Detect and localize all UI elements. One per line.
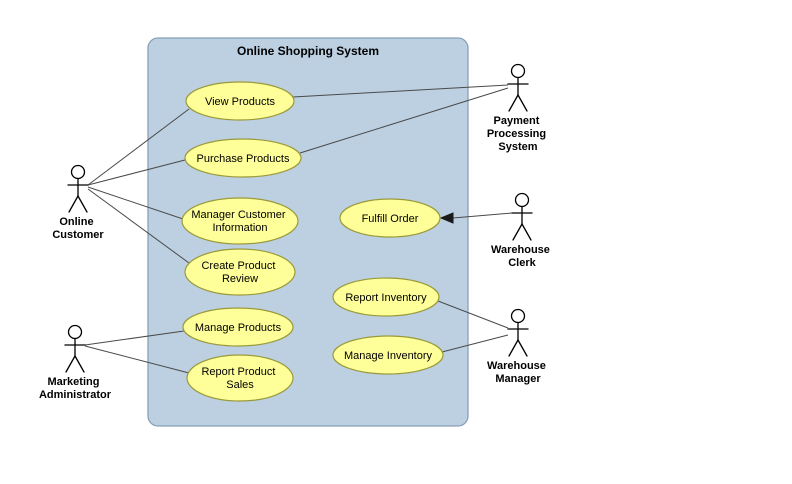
actor-stick-figure-icon — [64, 324, 86, 373]
usecase-ellipse — [184, 248, 296, 296]
association-marketing-administrator-report-product-sales — [84, 345, 190, 374]
usecase-create-product-review: Create Product Review — [184, 248, 296, 296]
usecase-ellipse — [182, 307, 294, 347]
actor-warehouse-manager: Warehouse Manager — [487, 308, 549, 385]
actor-stick-figure-icon — [67, 164, 89, 213]
usecase-label: Purchase Products — [197, 153, 290, 165]
usecase-view-products: View Products — [185, 81, 295, 121]
association-online-customer-purchase-products — [87, 159, 186, 186]
actor-label: Warehouse Manager — [487, 360, 549, 385]
associations — [84, 84, 513, 374]
usecase-report-inventory: Report Inventory — [332, 277, 440, 317]
usecase-label: Report Product Sales — [201, 366, 278, 391]
usecase-label: Fulfill Order — [362, 213, 419, 225]
arrowhead-fulfill-order — [439, 212, 454, 224]
association-online-customer-manager-customer-information — [87, 186, 184, 220]
usecase-label: Create Product Review — [201, 260, 278, 285]
association-view-products-payment-processing-system — [292, 84, 509, 98]
usecase-manager-customer-information: Manager Customer Information — [181, 197, 299, 245]
usecase-ellipse — [332, 277, 440, 317]
actor-label: Payment Processing System — [487, 115, 549, 153]
actor-online-customer: Online Customer — [52, 164, 104, 241]
usecase-report-product-sales: Report Product Sales — [186, 354, 294, 402]
association-warehouse-clerk-fulfill-order — [452, 212, 513, 219]
actor-label: Marketing Administrator — [39, 376, 112, 401]
usecase-ellipse — [339, 198, 441, 238]
usecase-label: Manager Customer Information — [191, 209, 288, 234]
usecase-ellipse — [185, 81, 295, 121]
usecase-label: Report Inventory — [345, 292, 427, 304]
usecase-ellipse — [332, 335, 444, 375]
actor-stick-figure-icon — [507, 308, 529, 357]
association-manage-inventory-warehouse-manager — [441, 334, 509, 353]
association-purchase-products-payment-processing-system — [299, 87, 509, 154]
usecase-label: View Products — [205, 96, 276, 108]
association-marketing-administrator-manage-products — [84, 330, 185, 346]
actor-label: Warehouse Clerk — [491, 244, 553, 269]
actor-stick-figure-icon — [511, 192, 533, 241]
actor-label: Online Customer — [52, 216, 104, 241]
usecase-ellipse — [181, 197, 299, 245]
usecase-fulfill-order: Fulfill Order — [339, 198, 441, 238]
association-report-inventory-warehouse-manager — [437, 300, 509, 329]
actor-stick-figure-icon — [507, 63, 529, 112]
actor-marketing-administrator: Marketing Administrator — [39, 324, 112, 401]
association-online-customer-create-product-review — [87, 188, 190, 264]
usecase-purchase-products: Purchase Products — [184, 138, 302, 178]
actor-payment-processing-system: Payment Processing System — [487, 63, 549, 153]
usecase-ellipse — [186, 354, 294, 402]
system-title: Online Shopping System — [237, 44, 379, 58]
usecase-label: Manage Inventory — [344, 350, 433, 362]
actor-warehouse-clerk: Warehouse Clerk — [491, 192, 553, 269]
usecase-manage-inventory: Manage Inventory — [332, 335, 444, 375]
usecase-manage-products: Manage Products — [182, 307, 294, 347]
usecase-label: Manage Products — [195, 322, 282, 334]
association-online-customer-view-products — [87, 108, 190, 186]
usecase-ellipse — [184, 138, 302, 178]
